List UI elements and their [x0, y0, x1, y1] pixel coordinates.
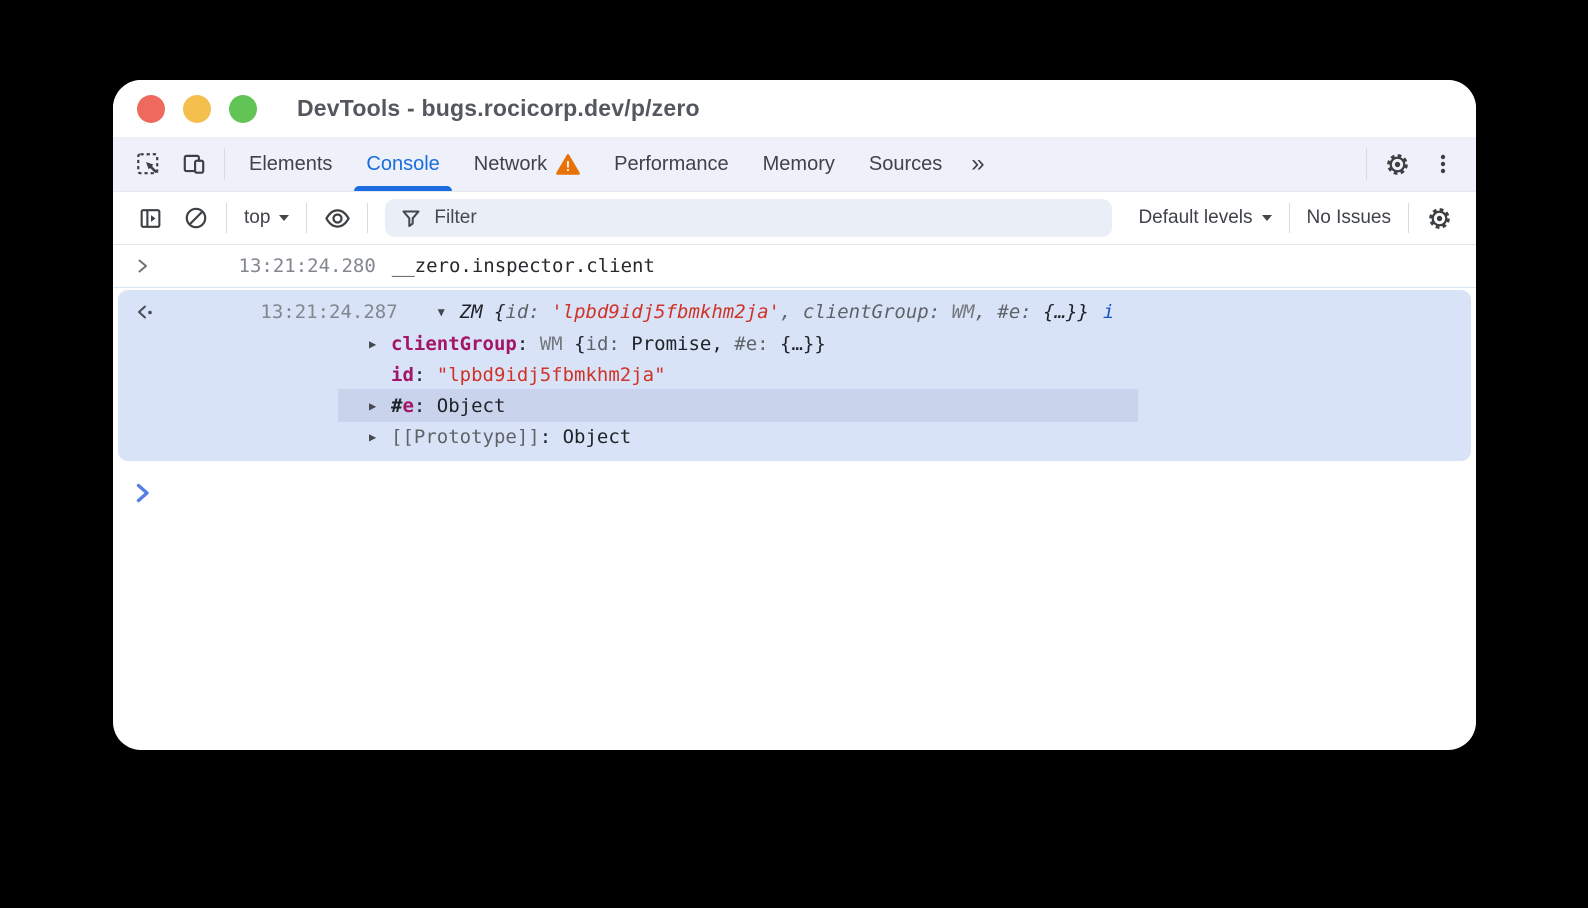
tab-performance[interactable]: Performance	[597, 137, 746, 191]
console-command-row[interactable]: 13:21:24.280 __zero.inspector.client	[113, 245, 1476, 288]
context-label: top	[244, 207, 270, 229]
tab-sources[interactable]: Sources	[852, 137, 959, 191]
tab-network[interactable]: Network !	[457, 137, 597, 191]
issues-counter[interactable]: No Issues	[1297, 207, 1401, 229]
close-window-button[interactable]	[137, 95, 165, 123]
gear-icon	[1426, 205, 1453, 232]
devtools-tab-bar: Elements Console Network ! Performance M…	[113, 137, 1476, 192]
more-tabs-button[interactable]: »	[959, 137, 996, 191]
tab-elements[interactable]: Elements	[232, 137, 349, 191]
property-row-clientgroup[interactable]: ▶ clientGroup: WM {id: Promise, #e: {…}}	[118, 328, 1471, 359]
tab-label: Console	[366, 153, 439, 176]
console-result-block: 13:21:24.287 ▼ ZM {id: 'lpbd9idj5fbmkhm2…	[118, 290, 1471, 461]
toolbar-separator	[1408, 203, 1409, 233]
three-dot-menu-icon	[1431, 152, 1455, 176]
property-name: id	[391, 364, 414, 386]
inspect-element-button[interactable]	[125, 137, 171, 191]
chevron-double-right-icon: »	[971, 150, 984, 178]
javascript-context-selector[interactable]: top	[234, 207, 299, 229]
device-toolbar-icon	[181, 151, 207, 177]
tab-console[interactable]: Console	[349, 137, 456, 191]
toolbar-separator	[1289, 203, 1290, 233]
console-messages: 13:21:24.280 __zero.inspector.client 13:…	[113, 245, 1476, 508]
property-row-prototype[interactable]: ▶ [[Prototype]]: Object	[118, 421, 1471, 452]
property-row-private-e[interactable]: ▶ #e: Object	[118, 390, 1471, 421]
titlebar: DevTools - bugs.rocicorp.dev/p/zero	[113, 80, 1476, 137]
property-name: [[Prototype]]	[391, 426, 540, 448]
log-levels-selector[interactable]: Default levels	[1128, 207, 1281, 229]
traffic-lights	[137, 95, 257, 123]
console-settings-button[interactable]	[1416, 205, 1462, 232]
property-name: e	[402, 395, 413, 417]
toolbar-separator	[306, 203, 307, 233]
property-row-id[interactable]: id: "lpbd9idj5fbmkhm2ja"	[118, 359, 1471, 390]
tab-label: Elements	[249, 153, 332, 176]
expander-open-icon[interactable]: ▼	[438, 305, 460, 319]
toolbar-separator	[367, 203, 368, 233]
log-levels-label: Default levels	[1138, 207, 1252, 229]
property-name: clientGroup	[391, 333, 517, 355]
timestamp: 13:21:24.287	[260, 301, 397, 323]
gear-icon	[1384, 151, 1411, 178]
string-value: "lpbd9idj5fbmkhm2ja"	[437, 364, 666, 386]
eye-icon	[324, 205, 351, 232]
object-preview[interactable]: ZM {id: 'lpbd9idj5fbmkhm2ja', clientGrou…	[460, 301, 1089, 323]
expander-closed-icon[interactable]: ▶	[369, 399, 391, 413]
devtools-window: DevTools - bugs.rocicorp.dev/p/zero	[113, 80, 1476, 750]
expander-closed-icon[interactable]: ▶	[369, 337, 391, 351]
tabbar-separator	[224, 148, 225, 180]
toggle-device-toolbar-button[interactable]	[171, 137, 217, 191]
window-title: DevTools - bugs.rocicorp.dev/p/zero	[297, 95, 700, 122]
expander-closed-icon[interactable]: ▶	[369, 430, 391, 444]
filter-input[interactable]	[434, 207, 1098, 229]
console-toolbar: top Default levels	[113, 192, 1476, 245]
customize-devtools-button[interactable]	[1420, 137, 1466, 191]
object-value: Object	[437, 395, 506, 417]
tab-memory[interactable]: Memory	[746, 137, 852, 191]
settings-button[interactable]	[1374, 137, 1420, 191]
command-expression: __zero.inspector.client	[392, 255, 655, 277]
filter-box[interactable]	[385, 199, 1112, 237]
tab-label: Performance	[614, 153, 729, 176]
svg-text:!: !	[564, 159, 572, 174]
funnel-icon	[399, 206, 423, 230]
tab-label: Memory	[763, 153, 835, 176]
create-live-expression-button[interactable]	[314, 205, 360, 232]
timestamp: 13:21:24.280	[239, 255, 376, 277]
issues-label: No Issues	[1307, 207, 1391, 229]
chevron-down-icon	[1262, 215, 1272, 221]
tabbar-separator	[1366, 148, 1367, 180]
info-icon[interactable]: i	[1103, 301, 1114, 323]
prompt-chevron-icon	[134, 480, 152, 506]
tab-label: Sources	[869, 153, 942, 176]
object-value: Object	[563, 426, 632, 448]
tab-label: Network	[474, 153, 547, 176]
minimize-window-button[interactable]	[183, 95, 211, 123]
console-prompt[interactable]	[113, 478, 1476, 508]
inspect-icon	[135, 151, 161, 177]
chevron-down-icon	[279, 215, 289, 221]
result-preview-row: 13:21:24.287 ▼ ZM {id: 'lpbd9idj5fbmkhm2…	[118, 295, 1471, 328]
warning-icon: !	[556, 154, 580, 175]
zoom-window-button[interactable]	[229, 95, 257, 123]
